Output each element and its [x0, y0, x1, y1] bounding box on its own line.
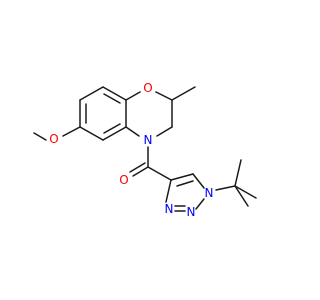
bond-c4-c5: [79, 126, 104, 141]
benzene-ring: [79, 86, 127, 141]
bond-n3-c4: [165, 179, 172, 203]
bond-n1-n2: [195, 198, 205, 210]
molecule-structure: O O N O N N N: [33, 81, 257, 219]
ring-oxygen-label: O: [143, 81, 152, 95]
carbonyl-oxygen-label: O: [119, 173, 128, 187]
bond-n-c3: [125, 126, 140, 137]
methoxy-group: [33, 126, 81, 141]
methoxy-oxygen-label: O: [49, 132, 58, 146]
triazole-n2-label: N: [187, 205, 196, 219]
bond-n1-cq: [215, 185, 236, 191]
triazole-n3-label: N: [165, 202, 174, 216]
bond-c1-c2: [102, 86, 127, 101]
bond-c5-n1: [192, 173, 205, 189]
double-bond-inner-1: [103, 93, 121, 104]
tert-butyl-group: [215, 159, 257, 207]
ring-nitrogen-label: N: [144, 133, 153, 147]
bond-c4-c5: [170, 173, 194, 181]
double-bond-inner-2: [103, 123, 121, 134]
bond-c4-c5-double: [176, 180, 194, 187]
molecule-diagram: O O N O N N N: [33, 81, 257, 219]
bond-cq-me1: [234, 159, 242, 187]
bond-carbonyl-triazole: [147, 166, 172, 181]
bond-cq-me2: [234, 185, 257, 199]
triazole-ring: [165, 173, 205, 212]
amide-group: [129, 146, 172, 181]
bond-omethoxy-ch3: [33, 132, 47, 141]
oxazine-ring: [125, 86, 196, 137]
bond-carbonyl-o-1: [132, 166, 149, 177]
bond-carbonyl-o-2: [129, 162, 146, 173]
bond-cq-me3: [234, 185, 249, 207]
triazole-n1-label: N: [205, 186, 214, 200]
bond-c5-omethoxy: [62, 126, 81, 137]
bond-o-c: [155, 91, 173, 101]
bond-c2-o: [125, 91, 141, 101]
bond-c3-c4: [102, 126, 127, 141]
bond-methyl: [171, 86, 196, 101]
bond-c6-c1: [79, 86, 104, 101]
bond-ch2-n: [156, 126, 173, 137]
